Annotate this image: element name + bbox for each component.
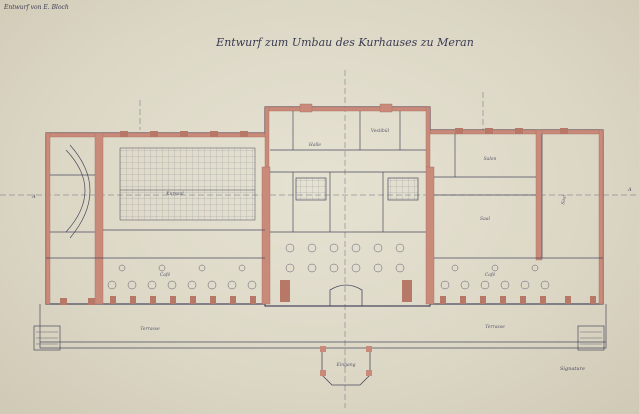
cafe-right-tables <box>440 264 550 290</box>
center-walls <box>270 111 426 233</box>
axis-marker-left: A <box>31 194 36 200</box>
room-label-cafe-left: Café <box>160 271 171 278</box>
terrace <box>33 304 607 351</box>
room-label-right-c: Saal <box>560 194 568 205</box>
room-label-terrasse-right: Terrasse <box>485 324 505 330</box>
drawing-title: Entwurf zum Umbau des Kurhauses zu Meran <box>215 36 474 49</box>
room-label-terrasse-left: Terrasse <box>140 326 160 332</box>
room-label-cafe-right: Café <box>485 271 496 278</box>
entrance-portico <box>321 284 371 386</box>
room-label-entrance: Eingang <box>336 362 356 368</box>
pier-dots <box>60 128 596 305</box>
cafe-left-tables <box>107 264 257 290</box>
center-tables <box>285 243 405 273</box>
signature: Signature <box>560 366 585 372</box>
left-wing-walls <box>46 144 265 259</box>
terrace-steps <box>36 331 602 345</box>
entrance-piers <box>320 346 372 376</box>
corner-note: Entwurf von E. Bloch <box>3 4 69 11</box>
room-label-kursaal: Kursaal <box>165 191 184 197</box>
axis-marker-right: A <box>627 187 632 193</box>
right-wing-walls <box>434 134 603 259</box>
room-label-right-a: Salon <box>484 156 497 162</box>
kursaal-seating <box>119 147 256 221</box>
room-label-right-b: Saal <box>480 216 490 222</box>
room-label-center-hall: Halle <box>308 142 321 148</box>
room-label-center-room: Vestibül <box>371 128 390 134</box>
